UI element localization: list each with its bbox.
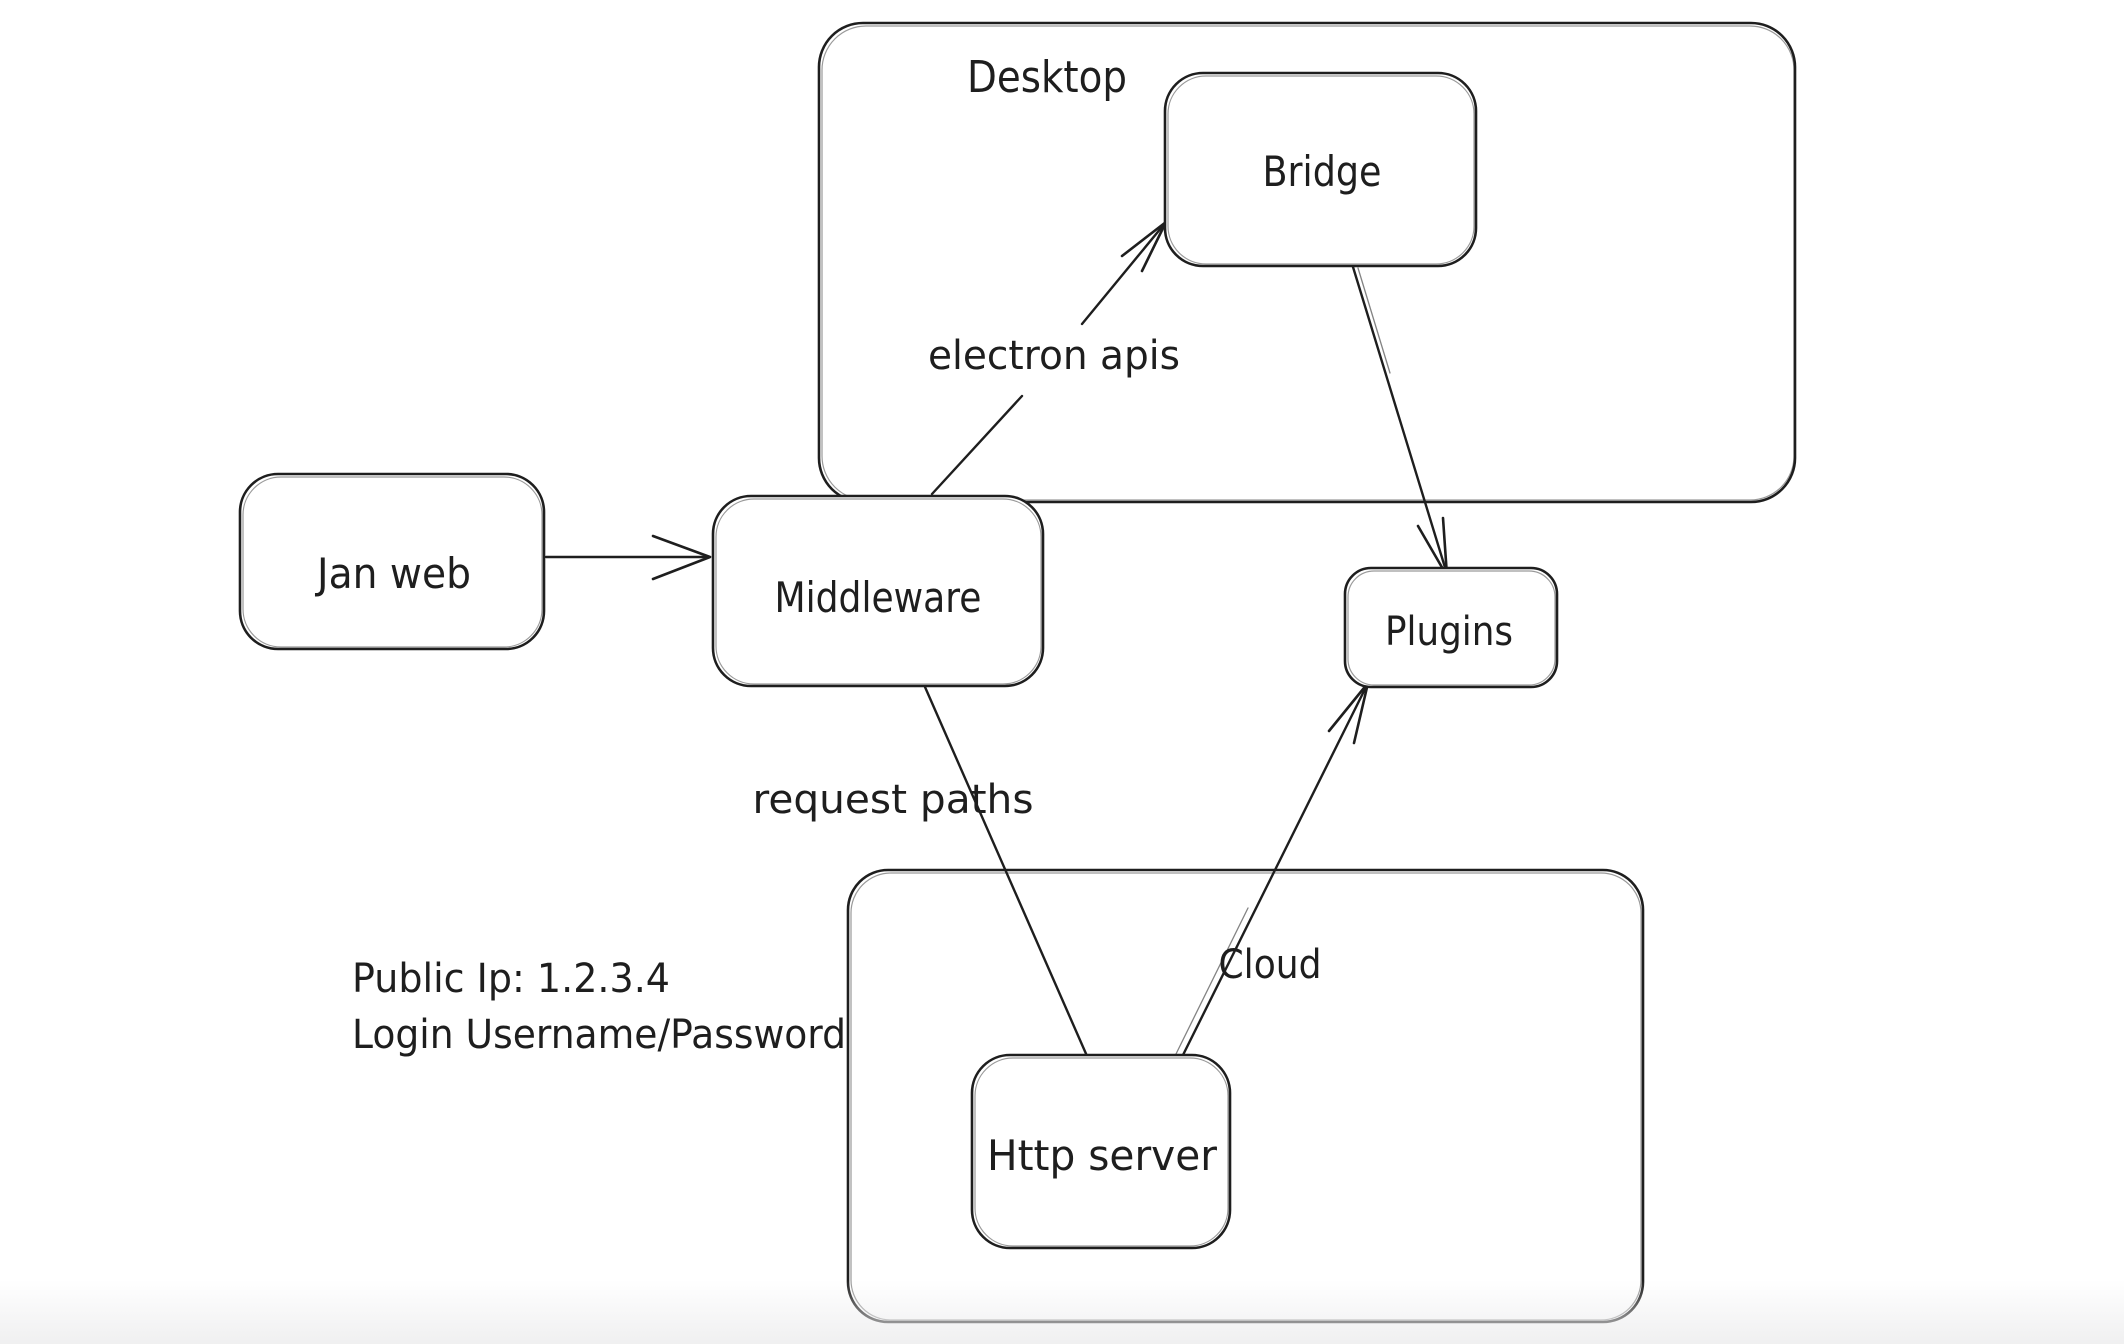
jan-web-box[interactable] bbox=[238, 472, 546, 651]
cloud-box[interactable] bbox=[846, 868, 1645, 1324]
edge-middleware-bridge-line-upper bbox=[1080, 220, 1168, 326]
annotation-login[interactable]: Login Username/Password bbox=[352, 1012, 846, 1058]
http-server-label[interactable]: Http server bbox=[987, 1131, 1218, 1180]
edge-middleware-to-httpserver[interactable]: request paths bbox=[753, 685, 1089, 1058]
middleware-box[interactable] bbox=[711, 494, 1045, 688]
plugins-box[interactable] bbox=[1343, 566, 1559, 689]
container-cloud[interactable]: Cloud bbox=[846, 868, 1645, 1324]
edge-middleware-bridge-line-lower bbox=[930, 394, 1024, 496]
edge-httpserver-plugins-line bbox=[1181, 681, 1370, 1057]
edge-bridge-plugins-line bbox=[1351, 265, 1449, 576]
edge-janweb-to-middleware[interactable] bbox=[544, 534, 712, 581]
edge-middleware-httpserver-line bbox=[923, 685, 1089, 1058]
cloud-box-overdraw bbox=[850, 872, 1642, 1321]
bridge-box[interactable] bbox=[1163, 71, 1478, 268]
edge-middleware-to-bridge[interactable]: electron apis bbox=[928, 220, 1180, 496]
edge-httpserver-plugins-overdraw bbox=[1175, 907, 1249, 1055]
edge-janweb-middleware-arrowhead bbox=[651, 534, 712, 581]
node-middleware[interactable]: Middleware bbox=[711, 494, 1045, 688]
desktop-label[interactable]: Desktop bbox=[967, 52, 1127, 103]
middleware-label[interactable]: Middleware bbox=[775, 573, 982, 622]
edge-bridge-to-plugins[interactable] bbox=[1351, 265, 1449, 578]
annotation-public-ip[interactable]: Public Ip: 1.2.3.4 bbox=[352, 956, 670, 1002]
node-plugins[interactable]: Plugins bbox=[1343, 566, 1559, 689]
bridge-label[interactable]: Bridge bbox=[1263, 147, 1382, 196]
node-bridge[interactable]: Bridge bbox=[1163, 71, 1478, 268]
cloud-label[interactable]: Cloud bbox=[1219, 942, 1322, 988]
annotation-credentials[interactable]: Public Ip: 1.2.3.4 Login Username/Passwo… bbox=[352, 956, 846, 1058]
edge-bridge-plugins-overdraw bbox=[1357, 267, 1391, 374]
edge-label-request-paths[interactable]: request paths bbox=[753, 777, 1034, 823]
edge-httpserver-plugins-arrowhead bbox=[1327, 681, 1370, 745]
plugins-label[interactable]: Plugins bbox=[1385, 609, 1513, 655]
node-http-server[interactable]: Http server bbox=[970, 1053, 1232, 1250]
http-server-box[interactable] bbox=[970, 1053, 1232, 1250]
node-jan-web[interactable]: Jan web bbox=[238, 472, 546, 651]
desktop-box[interactable] bbox=[817, 21, 1797, 504]
jan-web-label[interactable]: Jan web bbox=[314, 549, 471, 598]
edge-label-electron-apis[interactable]: electron apis bbox=[928, 333, 1180, 379]
